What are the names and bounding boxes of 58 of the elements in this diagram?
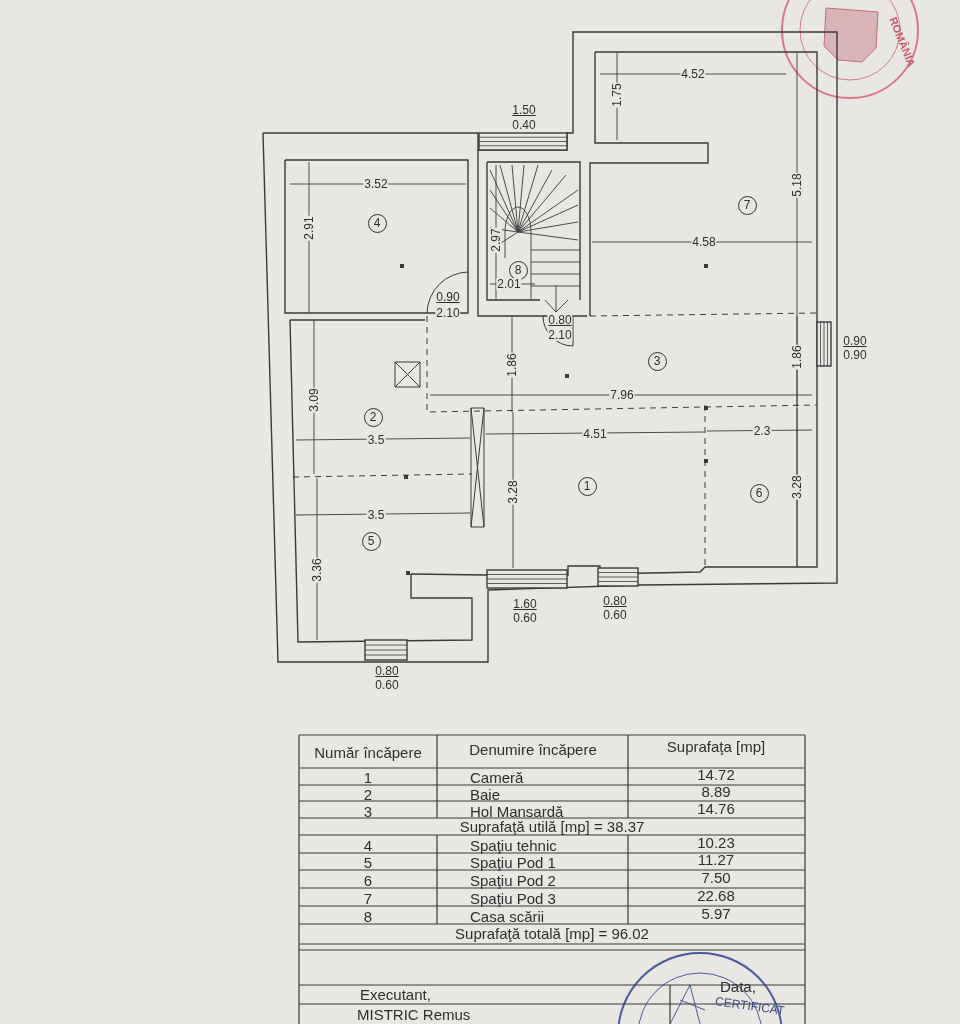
table-cell: MISTRIC Remus	[357, 1006, 471, 1022]
table-cell: Suprafaţă utilă [mp] = 38.37	[459, 818, 645, 834]
dimension-label: 2.10	[547, 329, 573, 341]
dimension-label: 2.10	[435, 307, 461, 319]
table-cell: Denumire încăpere	[469, 741, 597, 757]
table-cell: 22.68	[697, 887, 735, 903]
dimension-label: 4.52	[680, 68, 706, 80]
dimension-label: 0.60	[374, 679, 400, 691]
dimension-label: 0.90	[435, 291, 461, 303]
table-cell: Executant,	[360, 986, 431, 1002]
table-cell: 14.76	[697, 800, 735, 816]
table-cell: Spaţiu Pod 2	[470, 872, 556, 888]
table-cell: Număr încăpere	[314, 744, 422, 760]
dimension-label: 2.3	[752, 425, 772, 437]
table-cell: Spaţiu Pod 3	[470, 890, 556, 906]
dimension-label: 0.80	[374, 665, 400, 677]
dimension-label: 1.60	[512, 598, 538, 610]
dimension-label: 0.80	[547, 314, 573, 326]
dimension-label: 0.40	[511, 119, 537, 131]
table-cell: Hol Mansardă	[470, 803, 564, 819]
table-cell: 10.23	[697, 834, 735, 850]
dimension-label: 0.60	[602, 609, 628, 621]
dimension-label: 1.75	[611, 82, 623, 108]
dimension-label: 3.5	[366, 509, 386, 521]
dimension-label: 0.90	[842, 335, 868, 347]
table-cell: 4	[363, 837, 373, 853]
dimension-label: 1.86	[506, 352, 518, 378]
table-cell: Cameră	[470, 769, 524, 785]
table-cell: Suprafaţă totală [mp] = 96.02	[455, 925, 649, 941]
dimension-label: 0.60	[512, 612, 538, 624]
dimension-label: 2.91	[303, 215, 315, 241]
table-cell: 1	[363, 769, 373, 785]
table-cell: Suprafaţa [mp]	[666, 738, 766, 754]
table-cell: 8	[363, 908, 373, 924]
dimension-label: 1.86	[791, 344, 803, 370]
dimension-label: 4.58	[691, 236, 717, 248]
dimension-label: 1.50	[511, 104, 537, 116]
table-cell: Baie	[470, 786, 501, 802]
table-cell: 3	[363, 803, 373, 819]
stamp-text: CERTIFICAT	[714, 995, 786, 1017]
dimension-label: 0.80	[602, 595, 628, 607]
table-cell: 14.72	[697, 766, 735, 782]
table-cell: 5	[363, 854, 373, 870]
table-cell: 11.27	[697, 851, 735, 867]
table-cell: 2	[363, 786, 373, 802]
table-cell: 8.89	[701, 783, 731, 799]
table-cell: Casa scării	[470, 908, 545, 924]
table-cell: Spaţiu tehnic	[470, 837, 557, 853]
dimension-label: 0.90	[842, 349, 868, 361]
table-cell: 6	[363, 872, 373, 888]
dimension-label: 3.28	[507, 479, 519, 505]
table-cell: Data,	[720, 978, 756, 994]
table-cell: 7	[363, 890, 373, 906]
dimension-label: 4.51	[582, 428, 608, 440]
table-cell: Spaţiu Pod 1	[470, 854, 556, 870]
table-cell: 5.97	[701, 905, 731, 921]
table-cell: 7.50	[701, 869, 731, 885]
dimension-label: 2.01	[496, 278, 522, 290]
